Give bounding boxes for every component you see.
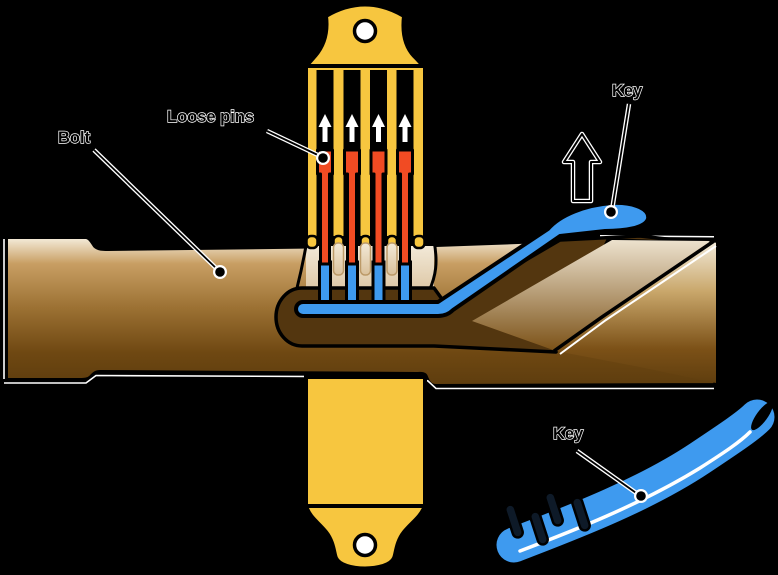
pin-up-arrows xyxy=(318,114,412,142)
key-peg xyxy=(529,510,549,546)
label-key-removed: Key xyxy=(553,425,584,443)
bolt-cut-wedge xyxy=(556,241,716,383)
wedge-edge xyxy=(552,239,715,353)
screw-hole-top xyxy=(352,18,378,44)
loose-pins xyxy=(316,148,414,266)
loose-pin xyxy=(396,148,414,266)
wedge-halo xyxy=(559,245,717,355)
hole-guides xyxy=(332,242,398,276)
leader-bolt xyxy=(93,149,220,272)
key-removed-end-cap xyxy=(751,401,773,431)
leader-dot-key-inserted xyxy=(606,207,616,217)
leader-lines xyxy=(92,103,648,503)
leader-key-inserted xyxy=(611,103,630,211)
pin-up-arrow-icon xyxy=(372,114,385,142)
key-removed-highlight xyxy=(518,430,752,553)
hole-guide xyxy=(386,242,398,276)
key-removed xyxy=(492,395,778,567)
leader-dot-loose-pins xyxy=(318,153,328,163)
key-removed-body xyxy=(496,399,775,563)
label-loose-pins: Loose pins xyxy=(167,108,254,126)
leader-dot-bolt xyxy=(215,267,225,277)
lock-body-lower xyxy=(304,375,427,571)
housing-lower xyxy=(304,375,427,508)
pin-up-arrow-icon xyxy=(318,114,332,142)
bolt-cut-sliver xyxy=(472,240,710,351)
leader-key-removed xyxy=(576,450,640,496)
loose-pin xyxy=(343,148,361,266)
key-lift-arrow xyxy=(561,131,603,204)
pin-up-arrow-icon xyxy=(345,114,359,142)
label-key-inserted: Key xyxy=(612,82,643,100)
key-peg xyxy=(504,503,524,539)
leader-loose-pins xyxy=(266,130,323,158)
pin-up-arrow-icon xyxy=(398,114,412,142)
lift-arrow-icon xyxy=(563,133,601,202)
key-inserted-body xyxy=(294,200,651,318)
loose-pin xyxy=(316,148,334,266)
label-bolt: Bolt xyxy=(58,129,91,147)
loose-pin xyxy=(369,148,388,266)
key-pegs xyxy=(504,491,591,546)
divider-tip xyxy=(305,234,319,250)
hole-guide xyxy=(359,242,372,276)
divider-tip xyxy=(412,234,426,250)
key-peg xyxy=(544,491,564,527)
labels: Bolt Loose pins Key Key xyxy=(57,81,643,443)
key-inserted xyxy=(294,200,651,318)
hole-guide xyxy=(332,242,345,276)
leader-dot-key-removed xyxy=(636,491,646,501)
screw-hole-bottom xyxy=(352,532,378,558)
key-peg xyxy=(571,496,591,532)
